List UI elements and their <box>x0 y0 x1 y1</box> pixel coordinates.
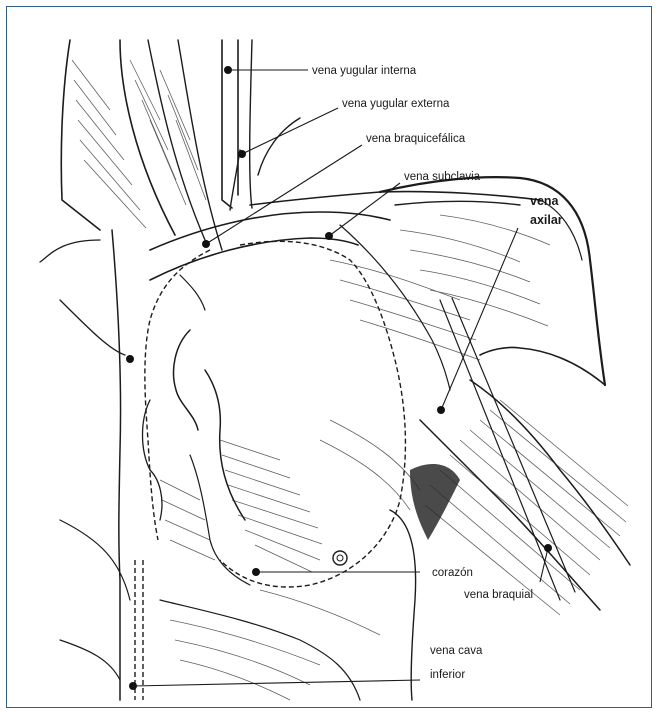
lower-torso-drawing <box>60 520 380 700</box>
marker-dot-corazon <box>252 568 260 576</box>
marker-dot-cava-superior <box>126 355 134 363</box>
label-vena-axilar-line2: axilar <box>530 213 563 227</box>
label-vena-cava-inferior-line1: vena cava <box>430 645 483 657</box>
label-corazon: corazón <box>432 567 473 579</box>
label-vena-axilar-line1: vena <box>530 194 560 208</box>
marker-dot-axilar <box>437 406 445 414</box>
label-vena-yugular-externa: vena yugular externa <box>342 98 450 110</box>
marker-dot-cava-inferior <box>129 682 137 690</box>
label-vena-braquiocefalica: vena braquicefálica <box>366 133 466 145</box>
brachiocephalic-vein-drawing <box>150 212 450 390</box>
arm-drawing <box>390 298 630 700</box>
heart-chambers-drawing <box>143 275 323 585</box>
shoulder-outline-drawing <box>250 177 605 385</box>
marker-dot-yugular-interna <box>224 66 232 74</box>
label-vena-subclavia: vena subclavia <box>404 171 481 183</box>
labels: vena yugular interna vena yugular extern… <box>312 65 563 681</box>
jugular-veins-drawing <box>222 40 300 210</box>
neck-muscles-drawing <box>61 40 222 250</box>
marker-dot-braquial <box>544 544 552 552</box>
marker-dot-subclavia <box>325 232 333 240</box>
label-vena-cava-inferior-line2: inferior <box>430 669 465 681</box>
marker-dot-braquiocefalica <box>202 240 210 248</box>
label-vena-yugular-interna: vena yugular interna <box>312 65 417 77</box>
marker-dot-yugular-externa <box>238 150 246 158</box>
label-vena-braquial: vena braquial <box>464 589 533 601</box>
